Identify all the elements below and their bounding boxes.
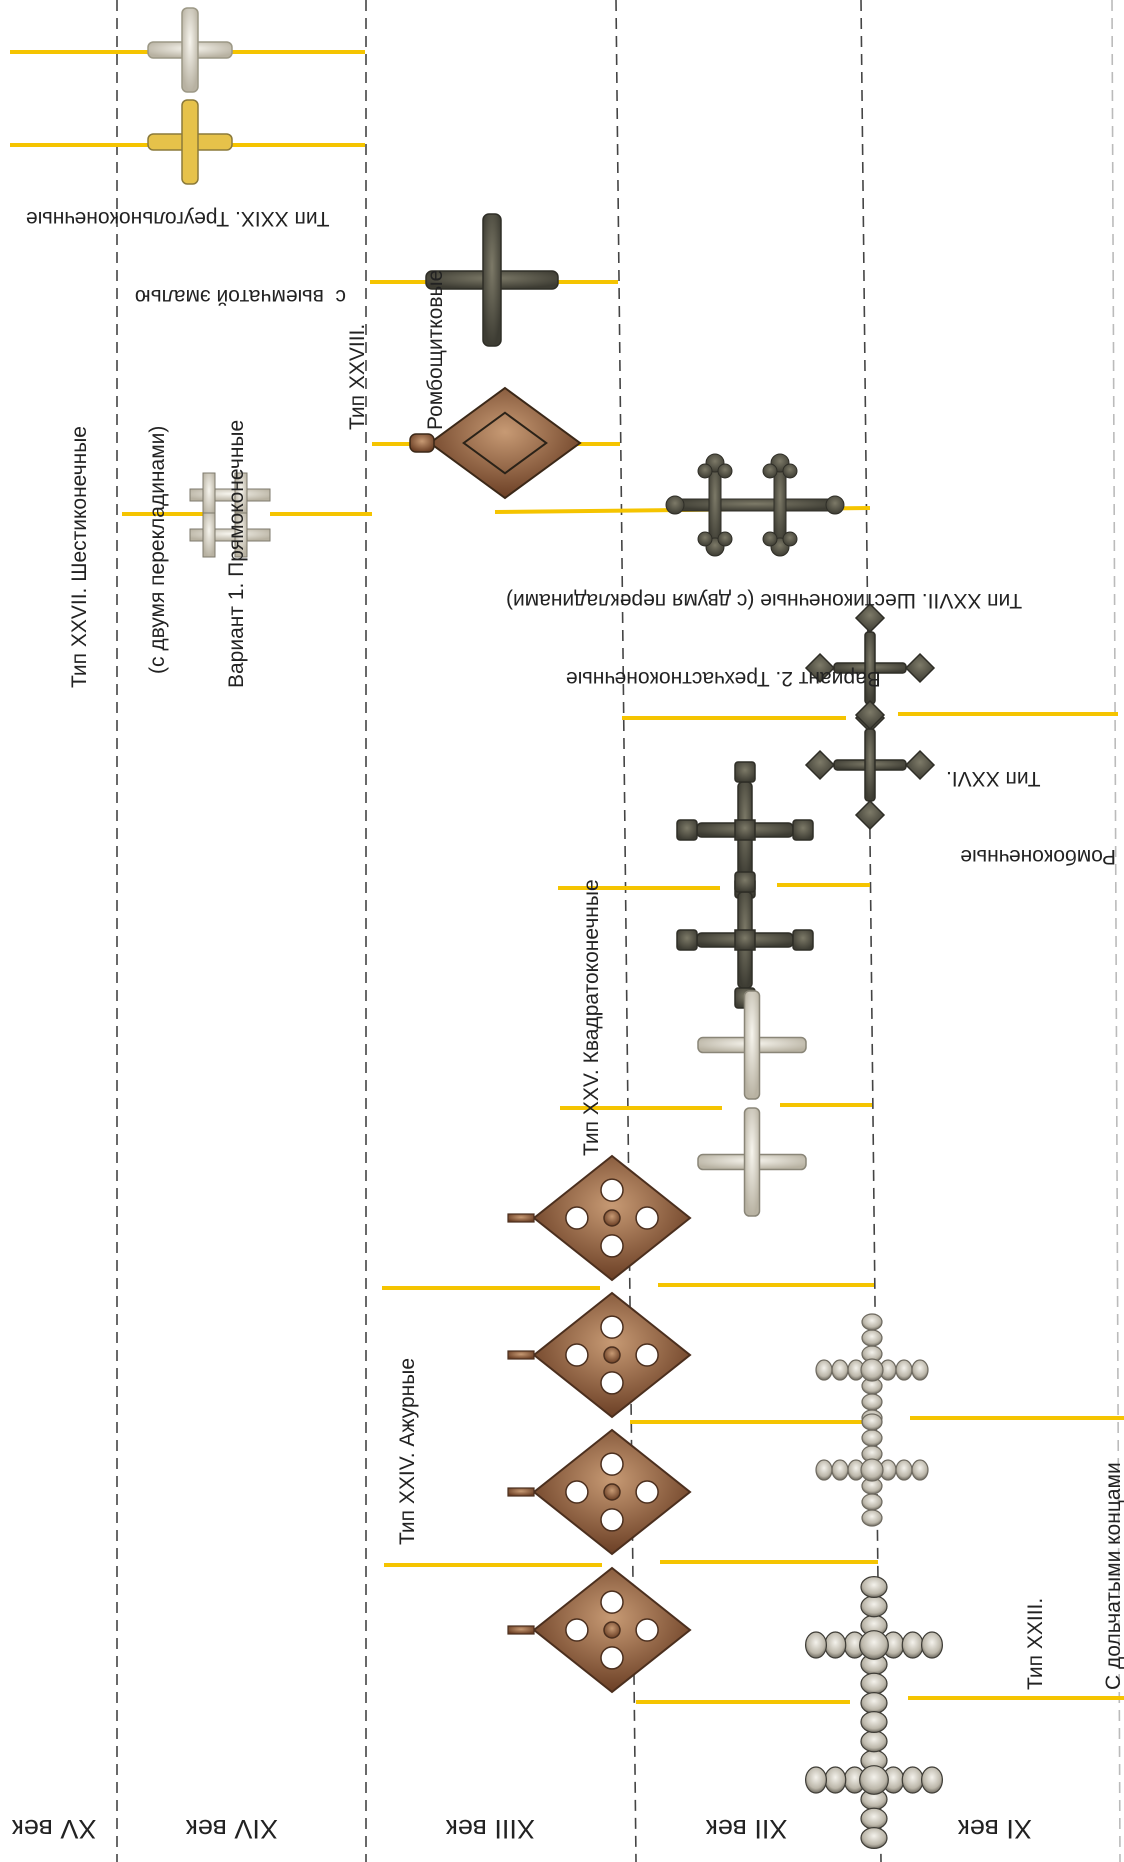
century-label-xi: XI век [958,1813,1032,1844]
label-type-27-variant-2: Вариант 2. Трехчастноконечные Тип XXVII.… [506,560,1066,744]
century-label-xiii: XIII век [446,1813,535,1844]
label-line: Тип XXVII. Шестиконечные [67,420,93,688]
label-line: Вариант 1. Прямоконечные [224,420,250,688]
cross-artifact-icon [508,1568,690,1692]
cross-artifact-icon [508,1293,690,1417]
cross-artifact-icon [508,1430,690,1554]
label-line: Тип XXIX. Треугольноконечные [26,204,366,230]
label-line: Ромбощитковые [423,270,449,430]
century-label-xiv: XIV век [186,1813,278,1844]
cross-artifact-icon [148,100,232,184]
label-line: Тип XXV. Квадратоконечные [579,879,605,1156]
label-type-23: Тип XXIII. С дольчатыми концами [970,1462,1124,1690]
label-type-25: Тип XXV. Квадратоконечные [526,879,631,1156]
century-label-xii: XII век [706,1813,787,1844]
label-type-28: Тип XXVIII. Ромбощитковые [292,270,476,430]
label-line: Тип XXVI. [906,764,1116,790]
cross-artifact-icon [806,1712,943,1849]
label-line: С дольчатыми концами [1101,1462,1124,1690]
cross-artifact-icon [698,991,806,1099]
label-line: Тип XXIV. Ажурные [395,1358,421,1545]
label-type-27-variant-1: Тип XXVII. Шестиконечные (с двумя перекл… [14,420,277,688]
cross-artifact-icon [508,1156,690,1280]
cross-artifact-icon [816,1314,928,1426]
cross-artifact-icon [816,1414,928,1526]
label-line: Тип XXVII. Шестиконечные (с двумя перекл… [506,586,1066,612]
cross-artifact-icon [698,1108,806,1216]
label-line: Вариант 2. Трехчастноконечные [506,665,1066,691]
cross-artifact-icon [806,1577,943,1714]
label-line: Тип XXVIII. [345,270,371,430]
century-label-xv: XV век [12,1813,96,1844]
cross-artifact-icon [148,8,232,92]
label-type-24: Тип XXIV. Ажурные [342,1358,447,1545]
cross-artifact-icon [677,872,813,1008]
label-line: Ромбоконечные [906,843,1116,869]
label-line: Тип XXIII. [1023,1462,1049,1690]
cross-artifact-icon [666,454,844,556]
label-line: (с двумя перекладинами) [145,420,171,688]
label-type-26: Ромбоконечные Тип XXVI. [906,738,1116,922]
